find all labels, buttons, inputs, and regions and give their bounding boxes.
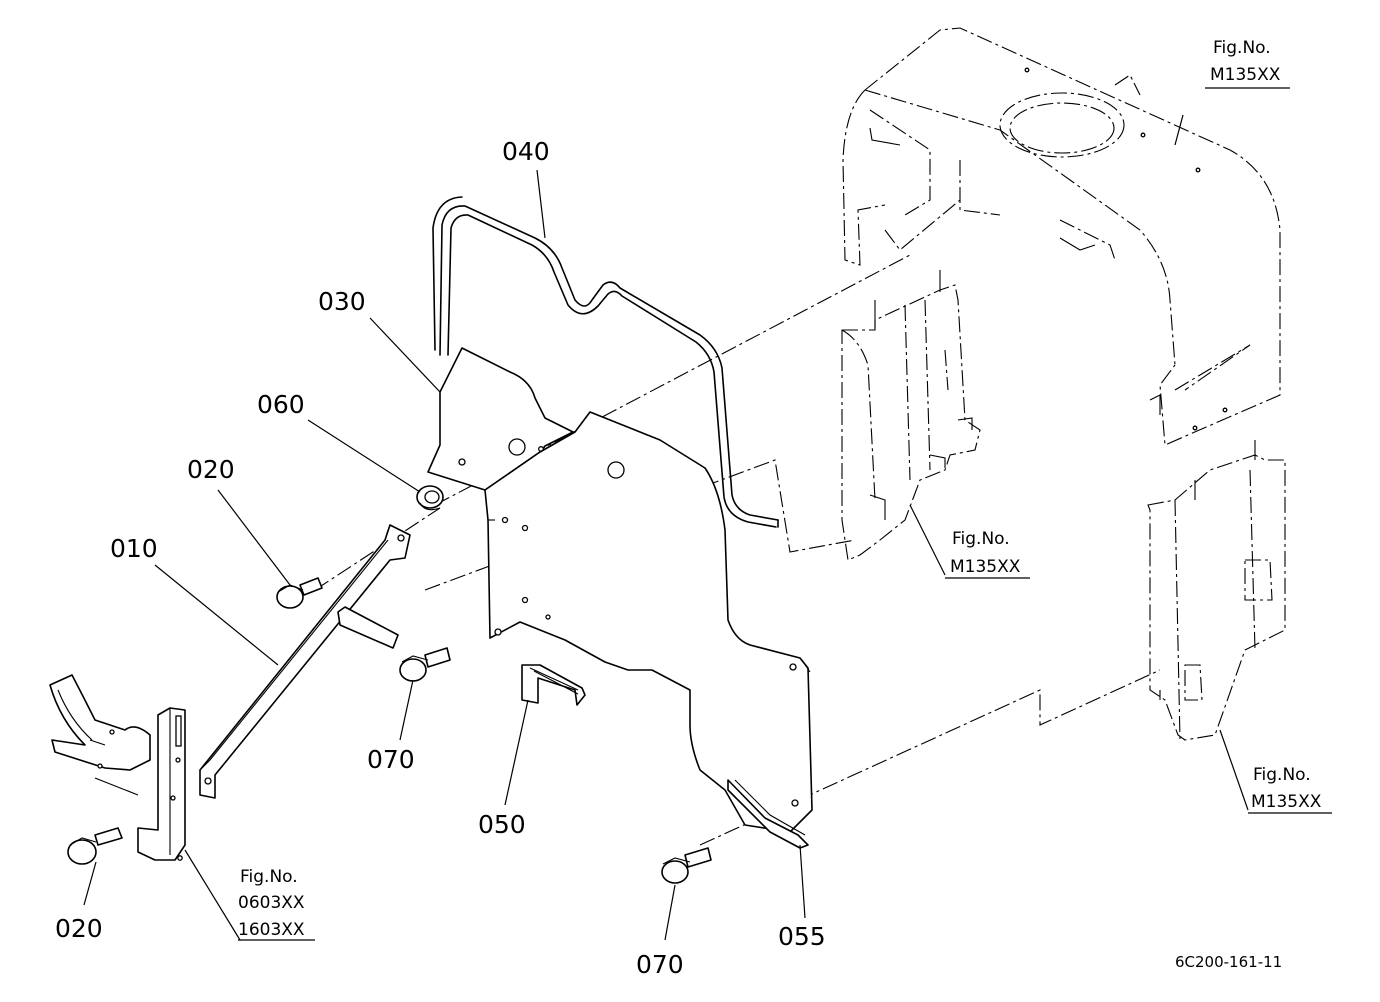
figref-top-right-line1: Fig.No. (1213, 38, 1271, 58)
figref-bottom-left-line2: 0603XX (238, 893, 305, 913)
leader-lines (83, 87, 1332, 941)
part-020-bolt-lower (67, 827, 123, 865)
part-number-labels: 040 030 060 020 010 070 050 020 055 070 (55, 137, 826, 979)
figref-bottom-left-line3: 1603XX (238, 920, 305, 940)
side-panel-right (1147, 440, 1286, 741)
label-010: 010 (110, 534, 158, 563)
figref-bottom-left-line1: Fig.No. (240, 867, 298, 887)
figref-middle-line1: Fig.No. (952, 529, 1010, 549)
left-mounting-bracket (49, 674, 186, 861)
label-055: 055 (778, 922, 826, 951)
part-030-upper-plate (427, 347, 574, 491)
label-060: 060 (257, 390, 305, 419)
label-020-upper: 020 (187, 455, 235, 484)
part-070-bolt-lower (661, 847, 712, 884)
part-060-grommet (416, 485, 444, 511)
part-040-seal (432, 196, 779, 528)
part-050-strip (521, 664, 586, 706)
label-070-upper: 070 (367, 745, 415, 774)
label-040: 040 (502, 137, 550, 166)
label-030: 030 (318, 287, 366, 316)
label-050: 050 (478, 810, 526, 839)
part-010-stay (199, 524, 411, 799)
lower-panel (484, 411, 813, 833)
label-070-lower: 070 (636, 950, 684, 979)
figref-middle-line2: M135XX (950, 557, 1021, 577)
side-panel-middle (841, 270, 981, 561)
part-020-bolt-upper (276, 577, 323, 609)
hood-assembly (842, 27, 1281, 446)
figref-top-right-line2: M135XX (1210, 65, 1281, 85)
label-020-lower: 020 (55, 914, 103, 943)
figref-right-line1: Fig.No. (1253, 765, 1311, 785)
figref-right-line2: M135XX (1251, 792, 1322, 812)
part-070-bolt-upper (399, 647, 451, 682)
figure-reference-labels: Fig.No. M135XX Fig.No. M135XX Fig.No. M1… (238, 38, 1322, 940)
drawing-code: 6C200-161-11 (1175, 953, 1282, 971)
